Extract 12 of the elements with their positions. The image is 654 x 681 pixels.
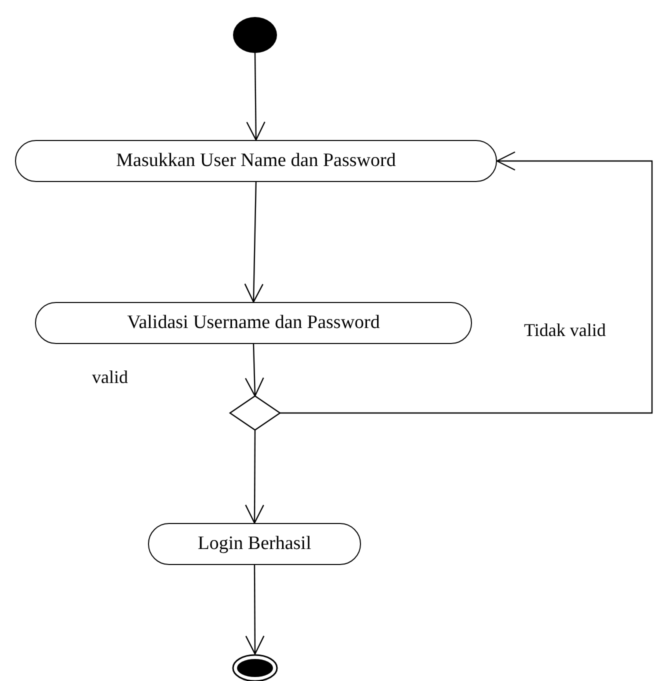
arrow [280,151,653,414]
initial-node [233,17,277,53]
arrow [245,430,264,524]
arrow [244,344,264,397]
arrow [246,53,266,141]
arrow [245,565,264,655]
action-box: Validasi Username dan Password [35,302,472,344]
action-box: Login Berhasil [148,523,361,565]
action-box: Masukkan User Name dan Password [15,140,497,182]
decision-diamond [228,395,282,431]
arrow [244,182,264,303]
final-node [232,654,278,681]
